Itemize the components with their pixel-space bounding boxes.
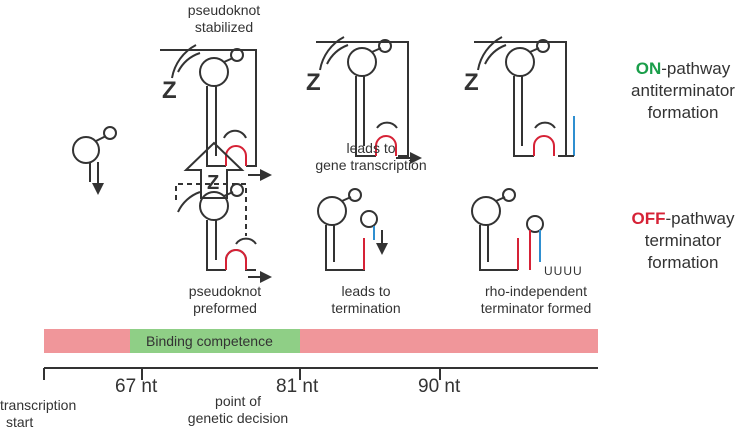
binding-competence-label: Binding competence: [146, 333, 273, 349]
label-rho-independent: rho-independent terminator formed: [480, 283, 592, 316]
label-pseudoknot-preformed: pseudoknot preformed: [188, 283, 262, 316]
uuuu-sequence: UUUU: [544, 264, 583, 278]
top-structure-2: [316, 36, 422, 164]
label-leads-to-termination: leads to termination: [331, 283, 401, 316]
off-pathway-label: OFF-pathway terminator formation: [631, 209, 735, 272]
bottom-structure-1: [175, 183, 272, 283]
timeline-axis: [43, 367, 598, 380]
tick-90nt: 90 nt: [418, 376, 461, 397]
ligand-z-top-1: Z: [162, 77, 177, 104]
label-pseudoknot-stabilized: pseudoknot stabilized: [187, 2, 261, 35]
on-pathway-label: ON-pathway antiterminator formation: [631, 59, 735, 122]
off-keyword: OFF: [631, 209, 666, 228]
bottom-structure-2: [317, 188, 388, 271]
ligand-z-top-2: Z: [306, 69, 321, 96]
transcription-start-label: transcription start: [0, 397, 77, 430]
ligand-z-arrow: Z: [207, 172, 220, 194]
ligand-binding-arrow: [183, 141, 245, 199]
tick-81nt: 81 nt: [276, 376, 319, 397]
genetic-decision-label: point of genetic decision: [187, 393, 289, 426]
top-structure-1: [160, 44, 272, 181]
tick-67nt: 67 nt: [115, 376, 158, 397]
on-keyword: ON: [635, 59, 662, 78]
bottom-structure-3: [471, 188, 544, 271]
label-leads-to-gene-transcription: leads to gene transcription: [315, 140, 427, 173]
timeline-bar: [44, 329, 598, 353]
ligand-z-top-3: Z: [464, 69, 479, 96]
initial-hairpin: [72, 126, 117, 195]
top-structure-3: [474, 36, 575, 157]
